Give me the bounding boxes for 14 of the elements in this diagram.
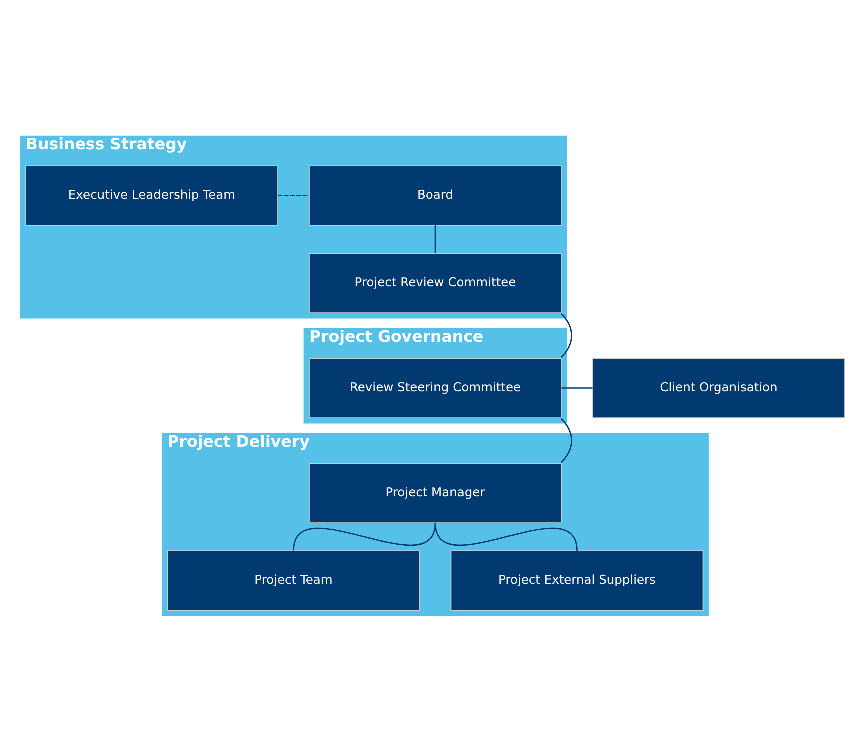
node-box: Client Organisation (592, 358, 846, 418)
connector (561, 418, 572, 463)
connector (562, 387, 593, 388)
connector (278, 194, 310, 196)
connector (561, 312, 572, 358)
connector (434, 522, 578, 551)
node-box: Project External Suppliers (450, 550, 704, 610)
node-box: Project Team (167, 550, 420, 610)
node-box: Board (309, 165, 562, 226)
node-box: Executive Leadership Team (26, 165, 278, 226)
node-box: Review Steering Committee (309, 358, 562, 418)
connector (434, 225, 436, 253)
node-box: Project Review Committee (309, 252, 562, 313)
node-box: Project Manager (309, 462, 562, 523)
